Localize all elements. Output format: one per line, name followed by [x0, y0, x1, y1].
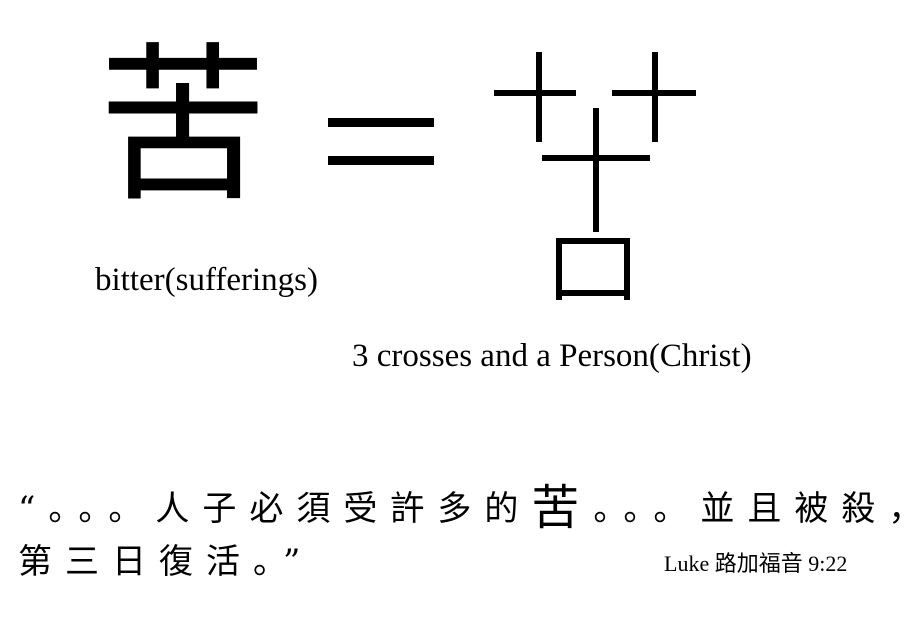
three-crosses-and-mouth-diagram: [494, 52, 696, 300]
verse-line-1: “。。。人子必須受許多的苦。。。並且被殺，: [18, 484, 908, 532]
verse-line-2: 第三日復活。”: [18, 542, 314, 582]
equals-bar-bottom: [328, 156, 434, 165]
equals-bar-top: [328, 118, 434, 127]
verse-line-1-start: “。。。人子必須受許多的: [18, 489, 532, 529]
center-cross: [542, 108, 650, 232]
verse-line-1-end: 。。。並且被殺，: [593, 489, 908, 529]
verse-highlight-character: 苦: [531, 480, 580, 536]
person-box: [556, 238, 630, 300]
equals-sign: [328, 118, 434, 166]
crosses-caption: 3 crosses and a Person(Christ): [352, 338, 752, 374]
bitter-caption: bitter(sufferings): [95, 262, 318, 298]
scripture-reference: Luke 路加福音 9:22: [664, 551, 848, 576]
main-character: 苦: [98, 28, 269, 226]
left-cross: [494, 52, 576, 142]
right-cross: [612, 52, 696, 142]
